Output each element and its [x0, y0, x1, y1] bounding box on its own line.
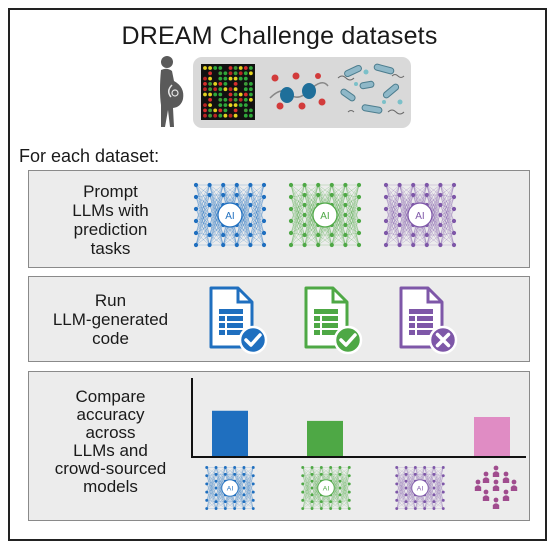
- code-file-success-icon-green: [304, 286, 363, 355]
- ai-label: AI: [320, 211, 329, 222]
- ai-label: AI: [417, 486, 424, 493]
- microarray-heatmap-icon: [201, 64, 255, 120]
- bar-crowd-sourced-models: [474, 417, 510, 456]
- protein-molecule-icon: [269, 72, 329, 110]
- for-each-dataset-heading: For each dataset:: [19, 146, 160, 166]
- neural-network-icon-blue-small: AI: [205, 466, 255, 510]
- ai-core-icon: [411, 479, 429, 497]
- crowd-people-icon: [474, 465, 518, 509]
- ai-core-icon: [221, 479, 239, 497]
- step-compare-panel: [28, 371, 530, 521]
- ai-core-icon: [407, 202, 433, 228]
- neural-network-icon-blue: AI: [193, 182, 267, 248]
- ai-label: AI: [225, 211, 234, 222]
- step-compare-label: Compare accuracy across LLMs and crowd-s…: [54, 387, 167, 496]
- ai-label: AI: [415, 211, 424, 222]
- bar-blue-llm: [212, 410, 248, 456]
- neural-network-icon-green-small: AI: [301, 466, 351, 510]
- ai-core-icon: [317, 479, 335, 497]
- check-icon: [244, 333, 262, 347]
- cross-icon: [435, 332, 451, 348]
- bar-green-llm: [307, 420, 343, 456]
- accuracy-bar-chart: [191, 378, 526, 458]
- ai-core-icon: [312, 202, 338, 228]
- neural-network-icon-purple-small: AI: [395, 466, 445, 510]
- step-prompt-panel: [28, 170, 530, 268]
- neural-network-icon-green: AI: [288, 182, 362, 248]
- ai-label: AI: [227, 486, 234, 493]
- code-file-failure-icon-purple: [399, 286, 458, 355]
- ai-label: AI: [323, 486, 330, 493]
- step-run-code-label: Run LLM-generated code: [52, 291, 169, 348]
- figure-title: DREAM Challenge datasets: [121, 22, 438, 50]
- pregnant-woman-icon: [160, 56, 184, 127]
- code-file-success-icon-blue: [209, 286, 268, 355]
- ai-core-icon: [217, 202, 243, 228]
- step-prompt-label: Prompt LLMs with prediction tasks: [72, 182, 149, 258]
- neural-network-icon-purple: AI: [383, 182, 457, 248]
- microbiome-bacteria-icon: [337, 63, 405, 115]
- check-icon: [339, 333, 357, 347]
